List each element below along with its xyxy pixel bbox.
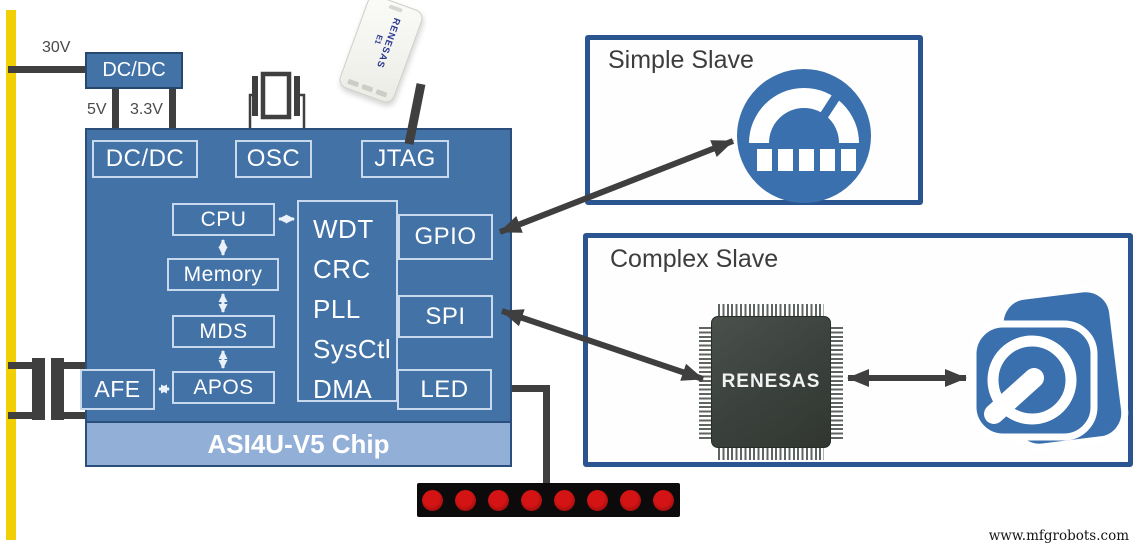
e1-brand-label: RENESAS E1 [365,13,403,71]
led-dot [620,490,641,511]
block-led: LED [397,369,492,410]
e1-bottom-slot-1 [347,78,360,88]
block-mds-label: MDS [199,319,248,343]
block-memory: Memory [167,258,279,291]
block-mds: MDS [172,315,275,348]
block-dcdc-label: DC/DC [105,145,185,172]
crystal-icon [248,71,306,128]
block-memory-label: Memory [183,262,263,286]
asi-bus-bar [6,10,16,540]
label-5v: 5V [87,101,107,118]
label-30v: 30V [42,39,71,56]
block-apos: APOS [172,371,275,404]
peripheral-wdt: WDT [313,214,374,244]
led-dot [521,490,542,511]
led-dot [488,490,509,511]
block-gpio: GPIO [398,214,493,260]
led-dot [554,490,575,511]
led-dot [587,490,608,511]
complex-slave-title: Complex Slave [610,245,779,273]
coupling-wire-top-left [8,362,34,369]
external-dcdc-block: DC/DC [85,52,183,89]
mcu-pins-top [718,304,824,317]
led-dot [653,490,674,511]
watermark: www.mfgrobots.com [988,528,1129,544]
coupling-wire-top-right [64,362,86,369]
block-cpu: CPU [172,203,275,236]
e1-bottom-slot-3 [375,89,388,98]
e1-top-slot [388,4,403,13]
block-dcdc: DC/DC [92,140,198,178]
coupling-plate-1 [32,358,45,420]
block-jtag-label: JTAG [374,145,436,172]
wire-led-vertical [543,385,550,483]
coupling-wire-bottom-left [8,412,34,419]
block-afe: AFE [80,369,155,410]
block-gpio-label: GPIO [414,223,477,250]
block-jtag: JTAG [361,140,449,178]
block-apos-label: APOS [193,375,254,399]
wire-3v3 [169,88,176,130]
block-led-label: LED [420,375,469,403]
label-3v3: 3.3V [130,101,163,118]
e1-bottom-slot-2 [361,83,374,93]
block-osc: OSC [235,140,312,178]
mcu-pins-right [830,325,843,439]
peripheral-pll: PLL [313,294,361,324]
renesas-mcu-chip: RENESAS [699,304,843,460]
block-cpu-label: CPU [200,207,247,231]
mcu-pins-bottom [718,447,824,460]
chip-footer: ASI4U-V5 Chip [85,421,512,467]
mcu-body: RENESAS [711,316,831,448]
led-dot [422,490,443,511]
external-dcdc-label: DC/DC [102,59,166,81]
peripheral-sysctl: SysCtl [313,334,392,364]
simple-slave-title: Simple Slave [608,46,754,74]
wire-led-horizontal [493,385,550,392]
wire-30v [8,66,87,73]
block-spi-label: SPI [425,302,466,330]
block-osc-label: OSC [246,145,301,172]
coupling-plate-2 [51,358,64,420]
block-afe-label: AFE [94,376,141,402]
e1-debugger: RENESAS E1 [336,0,426,105]
led-strip [417,483,680,517]
coupling-wire-bottom-right [64,412,86,419]
peripheral-dma: DMA [313,374,373,404]
wire-5v [112,88,119,130]
led-dot [455,490,476,511]
chip-name: ASI4U-V5 Chip [207,428,390,459]
block-spi: SPI [398,295,493,338]
block-peripherals: WDT CRC PLL SysCtl DMA [297,200,398,404]
mcu-logo: RENESAS [721,371,821,392]
peripheral-crc: CRC [313,254,371,284]
